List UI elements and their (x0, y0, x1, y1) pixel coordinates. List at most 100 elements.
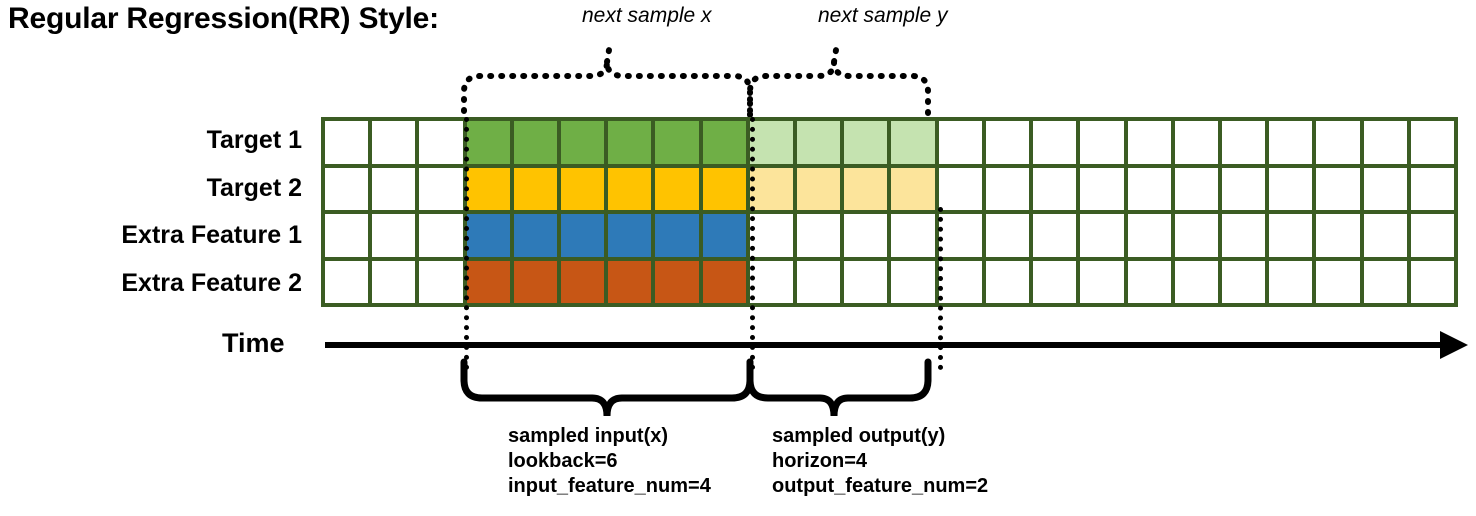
grid-cell (372, 214, 416, 257)
grid-cell (1410, 167, 1454, 210)
grid-cell (1363, 121, 1407, 164)
sampled-output-title: sampled output(y) (772, 425, 946, 447)
grid-cell (891, 260, 935, 303)
grid-cell (655, 167, 699, 210)
grid-cell (1221, 214, 1266, 257)
guide-line-output-end (938, 207, 943, 370)
grid-cell (891, 121, 935, 164)
grid-cell (513, 121, 558, 164)
time-axis-line (325, 342, 1453, 348)
sampled-input-feature-num: input_feature_num=4 (508, 475, 711, 497)
grid-cell (844, 121, 888, 164)
grid-cell (419, 167, 463, 210)
grid-cell (985, 121, 1030, 164)
row-label-target-2: Target 2 (206, 173, 302, 202)
grid-cell (1174, 167, 1218, 210)
grid-cell (985, 260, 1030, 303)
grid-cell (702, 260, 746, 303)
grid-cell (1221, 167, 1266, 210)
next-sample-y-label: next sample y (818, 4, 948, 27)
grid-cell (938, 214, 982, 257)
grid-cell (372, 167, 416, 210)
grid-cell (891, 214, 935, 257)
row-label-target-1: Target 1 (206, 126, 302, 155)
grid-cell (1174, 260, 1218, 303)
grid-cell (561, 121, 605, 164)
grid-cell (1316, 214, 1360, 257)
grid-cell (1363, 214, 1407, 257)
sampled-input-caption: sampled input(x) lookback=6 input_featur… (508, 424, 711, 499)
grid-cell (797, 260, 841, 303)
guide-line-input-start (464, 117, 469, 370)
sampled-output-horizon: horizon=4 (772, 450, 868, 472)
grid-cell (1316, 260, 1360, 303)
grid-cell (938, 167, 982, 210)
time-axis-label: Time (222, 328, 285, 358)
top-dotted-brace-y (747, 41, 931, 125)
grid-cell (1410, 214, 1454, 257)
grid-cell (419, 214, 463, 257)
row-label-extra-feature-2: Extra Feature 2 (121, 268, 302, 297)
grid-cell (749, 260, 794, 303)
sampled-output-feature-num: output_feature_num=2 (772, 475, 989, 497)
grid-cell (513, 214, 558, 257)
grid-cell (749, 214, 794, 257)
grid-cell (655, 214, 699, 257)
bottom-brace-input (460, 358, 754, 417)
sampled-input-title: sampled input(x) (508, 425, 669, 447)
grid-cell (1033, 167, 1077, 210)
grid-cell (1127, 121, 1171, 164)
grid-cell (844, 167, 888, 210)
guide-line-input-end (750, 117, 755, 370)
grid-cell (608, 214, 652, 257)
grid-cell (325, 121, 369, 164)
grid-cell (1080, 121, 1124, 164)
grid-cell (419, 260, 463, 303)
grid-cell (466, 121, 510, 164)
grid-cell (749, 121, 794, 164)
grid-cell (749, 167, 794, 210)
grid-cell (1033, 121, 1077, 164)
top-dotted-braces (461, 41, 753, 125)
sampled-input-lookback: lookback=6 (508, 450, 618, 472)
grid-cell (1174, 214, 1218, 257)
grid-cell (655, 121, 699, 164)
page-title: Regular Regression(RR) Style: (8, 2, 439, 35)
grid-cell (1080, 167, 1124, 210)
grid-cell (985, 214, 1030, 257)
grid-cell (1269, 121, 1313, 164)
grid-cell (844, 260, 888, 303)
grid-cell (844, 214, 888, 257)
grid-cell (1363, 167, 1407, 210)
sampled-output-caption: sampled output(y) horizon=4 output_featu… (772, 424, 988, 499)
grid-cell (1363, 260, 1407, 303)
grid-cell (1410, 121, 1454, 164)
grid-cell (561, 214, 605, 257)
grid-cell (513, 260, 558, 303)
grid-cell (1269, 260, 1313, 303)
grid-cell (513, 167, 558, 210)
timeseries-grid (321, 117, 1458, 307)
grid-cell (797, 121, 841, 164)
grid-cell (372, 121, 416, 164)
grid-cell (466, 214, 510, 257)
grid-cell (325, 167, 369, 210)
grid-cell (1269, 167, 1313, 210)
row-labels: Target 1 Target 2 Extra Feature 1 Extra … (0, 117, 312, 307)
grid-cell (1221, 121, 1266, 164)
grid-cell (1033, 214, 1077, 257)
grid-cell (466, 167, 510, 210)
grid-cell (608, 260, 652, 303)
grid-cell (561, 260, 605, 303)
grid-cell (702, 167, 746, 210)
grid-cell (1269, 214, 1313, 257)
grid-cell (466, 260, 510, 303)
grid-cell (325, 260, 369, 303)
grid-cell (608, 121, 652, 164)
grid-cell (1174, 121, 1218, 164)
grid-cell (1316, 167, 1360, 210)
grid-cell (702, 121, 746, 164)
grid-cell (1127, 167, 1171, 210)
grid-cell (1127, 260, 1171, 303)
grid-cell (1221, 260, 1266, 303)
